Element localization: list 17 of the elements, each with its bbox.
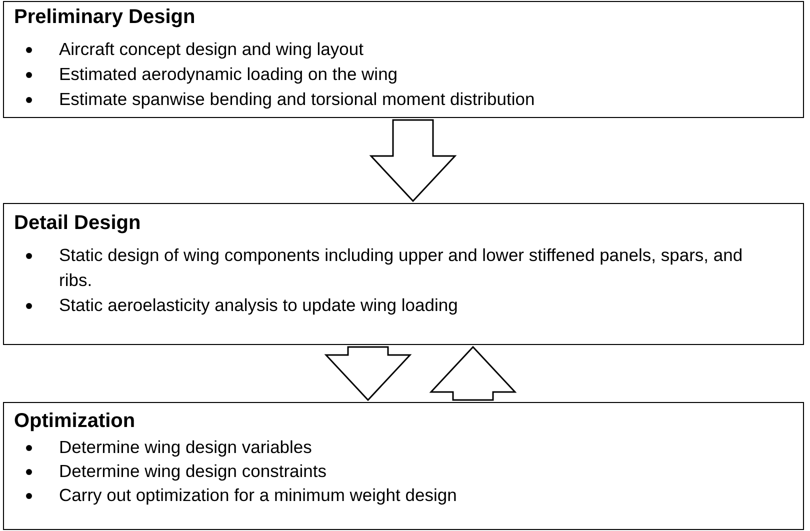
box-heading: Detail Design [14, 211, 141, 235]
block-arrow [369, 119, 457, 202]
bullet-text: Carry out optimization for a minimum weight design [59, 484, 458, 507]
bullet-text: Static aeroelasticity analysis to update wing loading [59, 294, 459, 317]
process-box [3, 1, 804, 118]
bullet-text: Estimated aerodynamic loading on the wing [59, 63, 399, 86]
bullet-text: Static design of wing components including upper and lower stiffened panels, spars, and ribs. [59, 244, 744, 292]
block-arrow [429, 346, 517, 401]
bullet-text: Determine wing design constraints [59, 460, 328, 483]
box-heading: Preliminary Design [14, 5, 196, 29]
bullet-text: Estimate spanwise bending and torsional moment distribution [59, 88, 536, 111]
process-box [3, 203, 804, 345]
block-arrow [324, 346, 412, 402]
bullet-text: Aircraft concept design and wing layout [59, 38, 364, 61]
process-box [3, 402, 804, 530]
box-heading: Optimization [14, 409, 136, 433]
bullet-text: Determine wing design variables [59, 436, 313, 459]
